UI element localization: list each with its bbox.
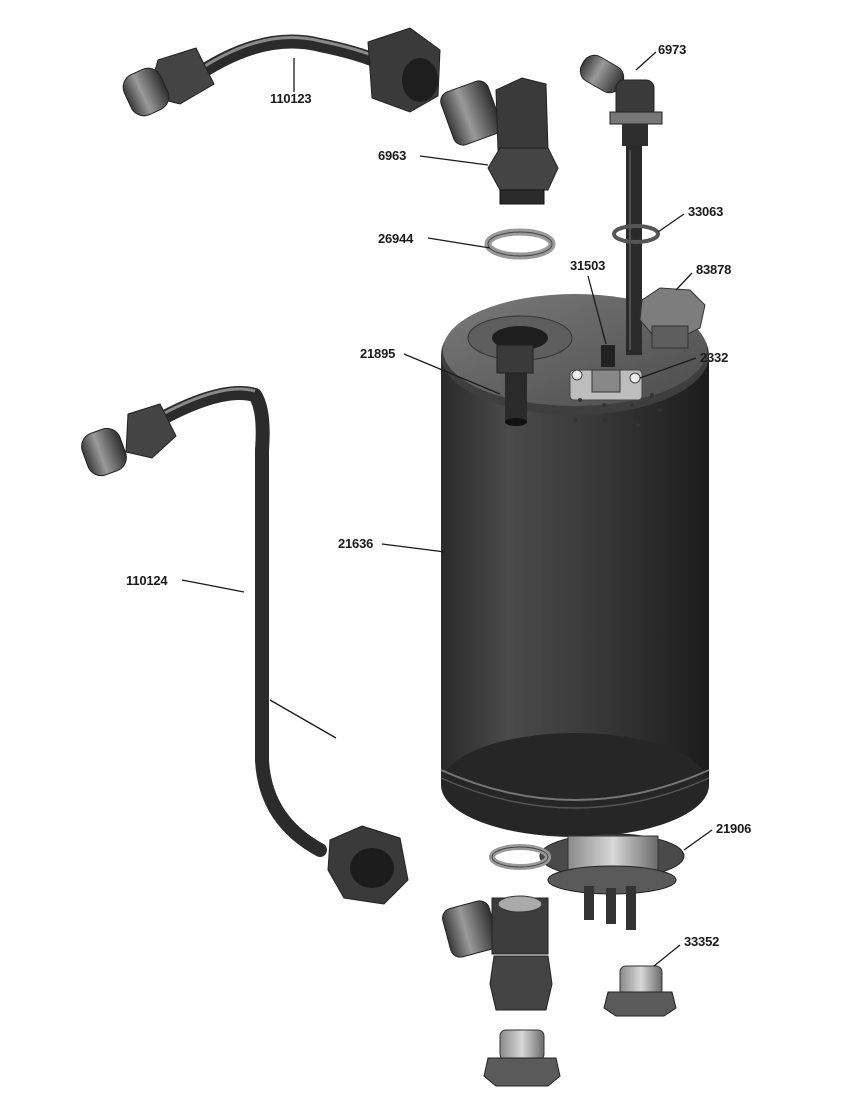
label-110123: 110123 bbox=[270, 91, 311, 106]
part-labels: 110123 6973 6963 33063 26944 31503 83878… bbox=[126, 42, 751, 949]
label-83878: 83878 bbox=[696, 262, 731, 277]
label-6973: 6973 bbox=[658, 42, 686, 57]
fitting-bottom-tee bbox=[442, 895, 553, 1011]
label-21636: 21636 bbox=[338, 536, 373, 551]
label-2332: 2332 bbox=[700, 350, 728, 365]
boiler-cylinder bbox=[440, 145, 710, 837]
flange-21906 bbox=[539, 833, 685, 930]
plug-83878 bbox=[639, 287, 706, 349]
washer-33063 bbox=[612, 224, 660, 244]
plug-33352 bbox=[603, 965, 677, 1017]
label-21906: 21906 bbox=[716, 821, 751, 836]
pipe-110124 bbox=[81, 386, 409, 905]
ring-bottom bbox=[489, 844, 551, 870]
label-110124: 110124 bbox=[126, 573, 168, 588]
elbow-6973 bbox=[579, 54, 663, 146]
label-21895: 21895 bbox=[360, 346, 395, 361]
label-33352: 33352 bbox=[684, 934, 719, 949]
fitting-6963 bbox=[440, 77, 559, 205]
pipe-110123 bbox=[122, 27, 441, 117]
leader-lines bbox=[181, 51, 713, 967]
label-31503: 31503 bbox=[570, 258, 605, 273]
ring-26944 bbox=[484, 228, 556, 260]
label-26944: 26944 bbox=[378, 231, 414, 246]
plug-bottom-left bbox=[483, 1029, 561, 1087]
label-33063: 33063 bbox=[688, 204, 723, 219]
label-6963: 6963 bbox=[378, 148, 406, 163]
